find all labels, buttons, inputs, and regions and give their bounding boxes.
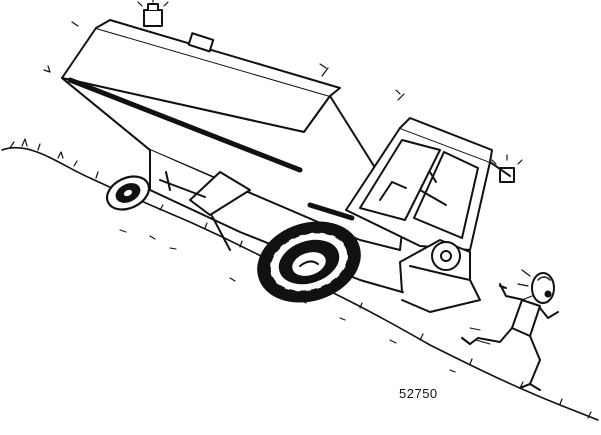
operator-cab — [345, 127, 491, 251]
warning-beacon-rear — [137, 0, 169, 27]
running-man — [460, 269, 559, 391]
front-header — [399, 239, 481, 313]
warning-beacon-front — [491, 154, 523, 183]
body-stripe — [67, 77, 303, 173]
front-wheel — [257, 221, 361, 303]
combine-harvester — [43, 0, 523, 313]
rear-wheel — [105, 175, 151, 211]
man-torso — [511, 299, 541, 337]
man-legs — [469, 327, 541, 391]
figure-reference-number: 52750 — [399, 386, 438, 401]
